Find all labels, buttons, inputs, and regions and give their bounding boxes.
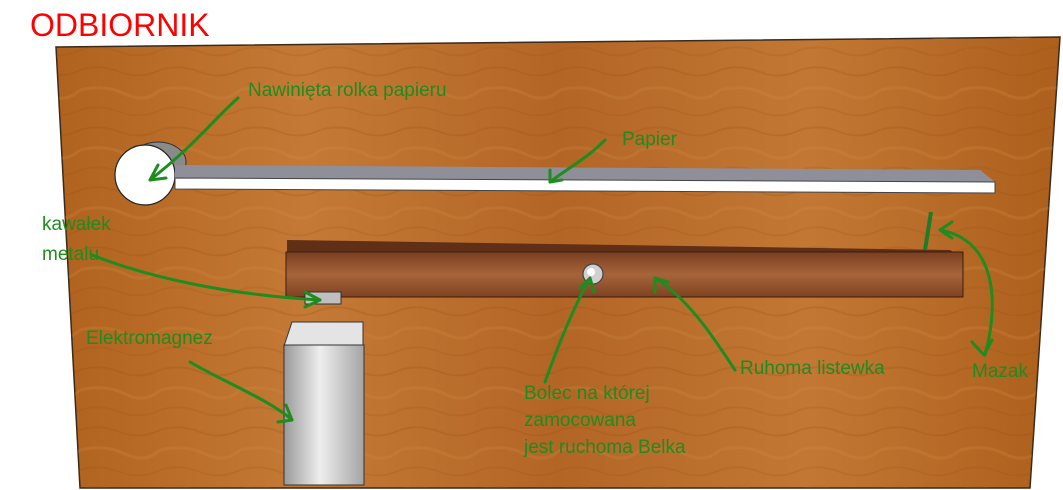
arrow-marker bbox=[938, 228, 994, 357]
paper-roll bbox=[114, 141, 187, 206]
label-metal-line2: metalu bbox=[42, 244, 100, 265]
diagram-title: ODBIORNIK bbox=[30, 7, 210, 43]
marker bbox=[923, 211, 933, 251]
arrow-strip bbox=[653, 276, 737, 372]
label-pin-line1: Bolec na której bbox=[524, 383, 650, 404]
label-pin-line3: jest ruchoma Belka bbox=[524, 437, 686, 458]
arrow-electromagnet bbox=[188, 360, 294, 422]
arrow-strip-head bbox=[653, 276, 670, 294]
label-paper: Papier bbox=[622, 129, 677, 150]
arrow-paper bbox=[548, 138, 607, 184]
arrow-marker-head bbox=[938, 220, 954, 240]
label-pin-line2: zamocowana bbox=[524, 410, 636, 431]
arrow-roll bbox=[148, 96, 240, 182]
label-metal-line1: kawałek bbox=[42, 214, 111, 235]
arrow-pin-head bbox=[578, 276, 596, 294]
label-moving-strip: Ruhoma listewka bbox=[740, 358, 885, 379]
label-electromagnet: Elektromagnez bbox=[86, 328, 213, 349]
arrow-electromagnet-head bbox=[276, 403, 294, 424]
arrow-metal-head bbox=[303, 290, 322, 309]
arrow-metal bbox=[90, 253, 322, 302]
paper-strip bbox=[174, 165, 996, 194]
electromagnet bbox=[283, 321, 365, 486]
arrow-roll-head bbox=[148, 163, 168, 182]
arrow-paper-head bbox=[548, 168, 564, 184]
arrow-pin bbox=[543, 276, 592, 384]
label-marker: Mazak bbox=[972, 361, 1028, 382]
arrow-marker-tail bbox=[970, 338, 994, 357]
pointer-arrows bbox=[90, 96, 994, 424]
label-paper-roll: Nawinięta rolka papieru bbox=[248, 80, 447, 101]
moving-beam bbox=[285, 240, 964, 298]
